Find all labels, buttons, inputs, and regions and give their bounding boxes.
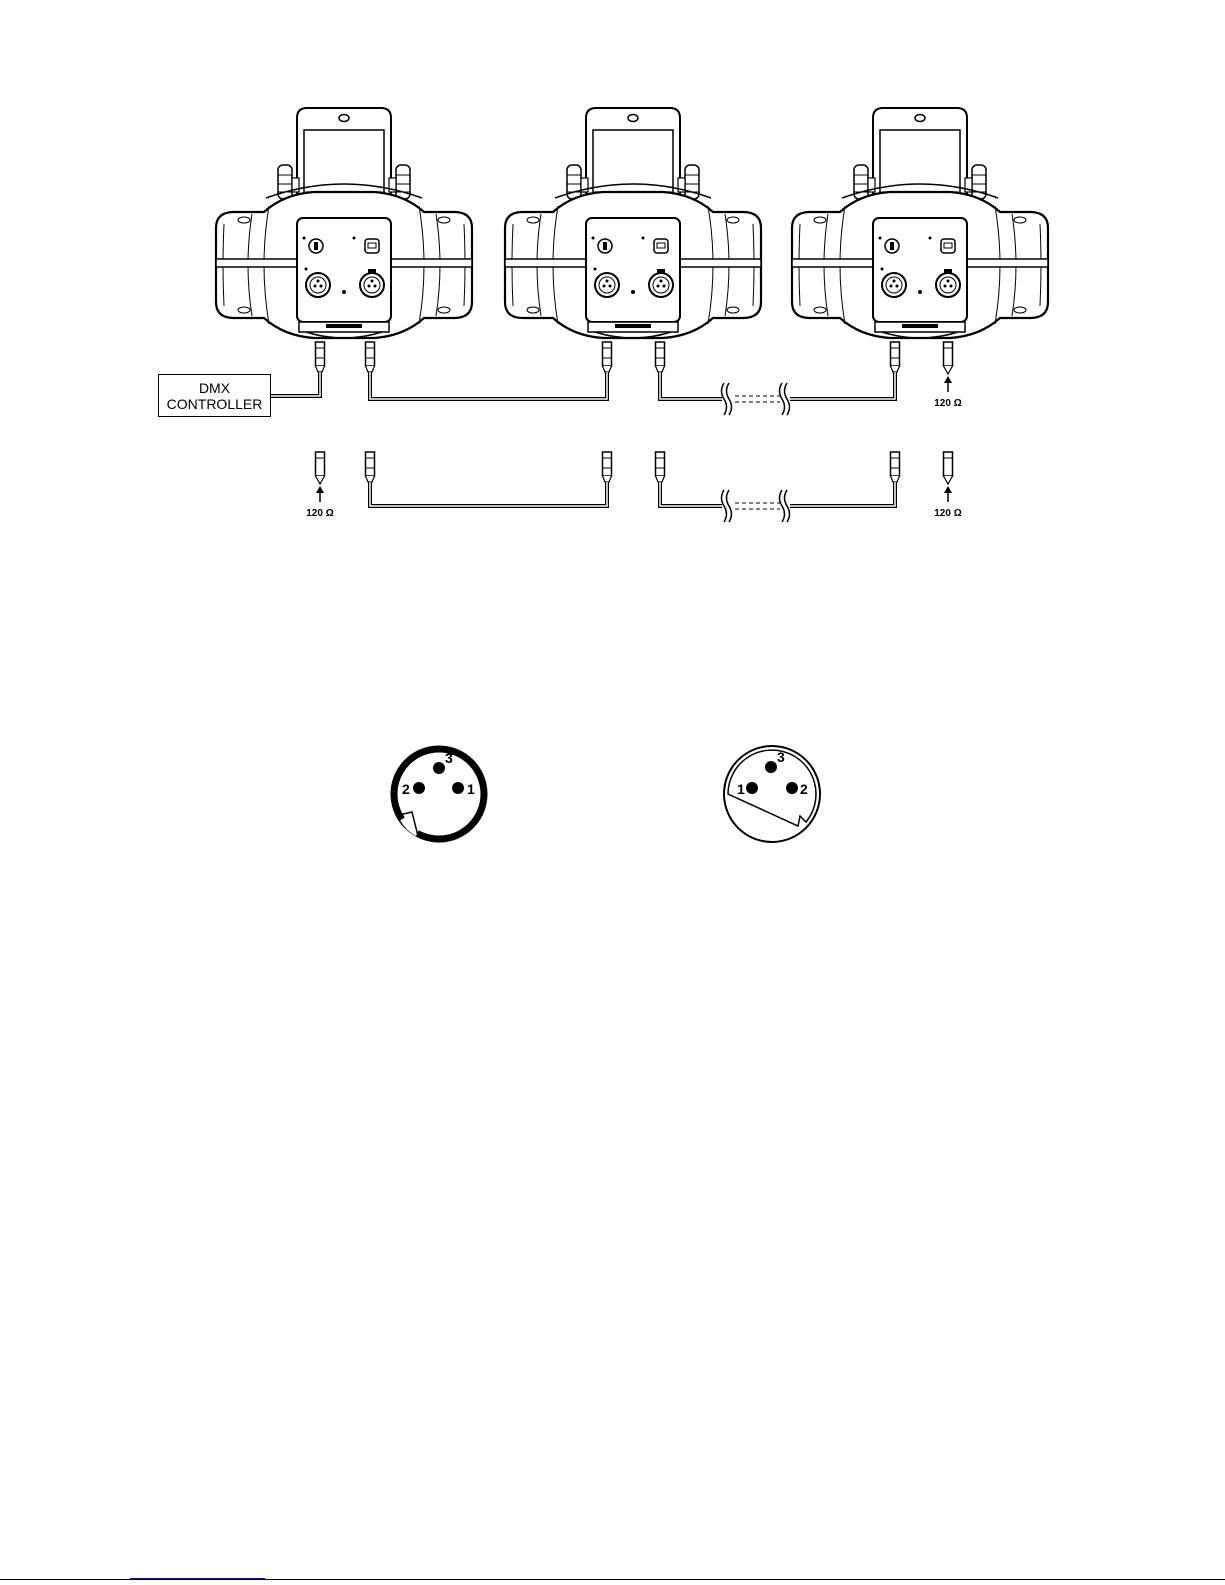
dmx-controller-box: DMX CONTROLLER [158, 374, 271, 417]
fixture-1 [216, 108, 472, 338]
dmx-controller-line1: DMX [199, 380, 230, 396]
cable-break-top-right [780, 383, 790, 415]
footer-rule [0, 1579, 1225, 1580]
female-pin-2 [786, 782, 798, 794]
fixture-2 [505, 108, 761, 338]
dmx-controller-line2: CONTROLLER [167, 396, 263, 412]
male-pin-2 [413, 782, 425, 794]
plug-fix1-in [316, 342, 325, 372]
terminator-bottom-right [944, 452, 953, 484]
male-pin-1 [452, 782, 464, 794]
male-pin-2-label: 2 [402, 781, 410, 797]
female-pin-1-label: 1 [737, 781, 745, 797]
plug-b3-in [891, 452, 900, 482]
female-pin-3-label: 3 [777, 749, 785, 765]
plug-fix1-out [366, 342, 375, 372]
fixture-3 [792, 108, 1048, 338]
terminator-label-bottom-left: 120 Ω [306, 508, 333, 519]
plug-b2-out [656, 452, 665, 482]
xlr-female-pinout: 1 2 3 [724, 746, 820, 842]
terminator-bottom-left [316, 452, 325, 484]
plug-fix2-out [656, 342, 665, 372]
terminator-top [944, 342, 953, 374]
female-pin-2-label: 2 [800, 781, 808, 797]
top-dmx-chain [271, 342, 953, 415]
cable-break-top-left [722, 383, 732, 415]
female-pin-3 [765, 761, 777, 773]
cable-break-bottom-left [722, 490, 732, 522]
footer-link-underline[interactable] [130, 1578, 265, 1579]
plug-b2-in [603, 452, 612, 482]
plug-fix2-in [603, 342, 612, 372]
male-pin-1-label: 1 [467, 781, 475, 797]
male-pin-3-label: 3 [445, 750, 453, 766]
female-pin-1 [746, 782, 758, 794]
bottom-dmx-chain [316, 452, 953, 522]
plug-b1-out [366, 452, 375, 482]
xlr-male-pinout: 1 2 3 [394, 749, 484, 839]
cable-break-bottom-right [780, 490, 790, 522]
plug-fix3-in [891, 342, 900, 372]
male-pin-3 [433, 762, 445, 774]
terminator-label-bottom-right: 120 Ω [934, 508, 961, 519]
terminator-label-top: 120 Ω [934, 398, 961, 409]
